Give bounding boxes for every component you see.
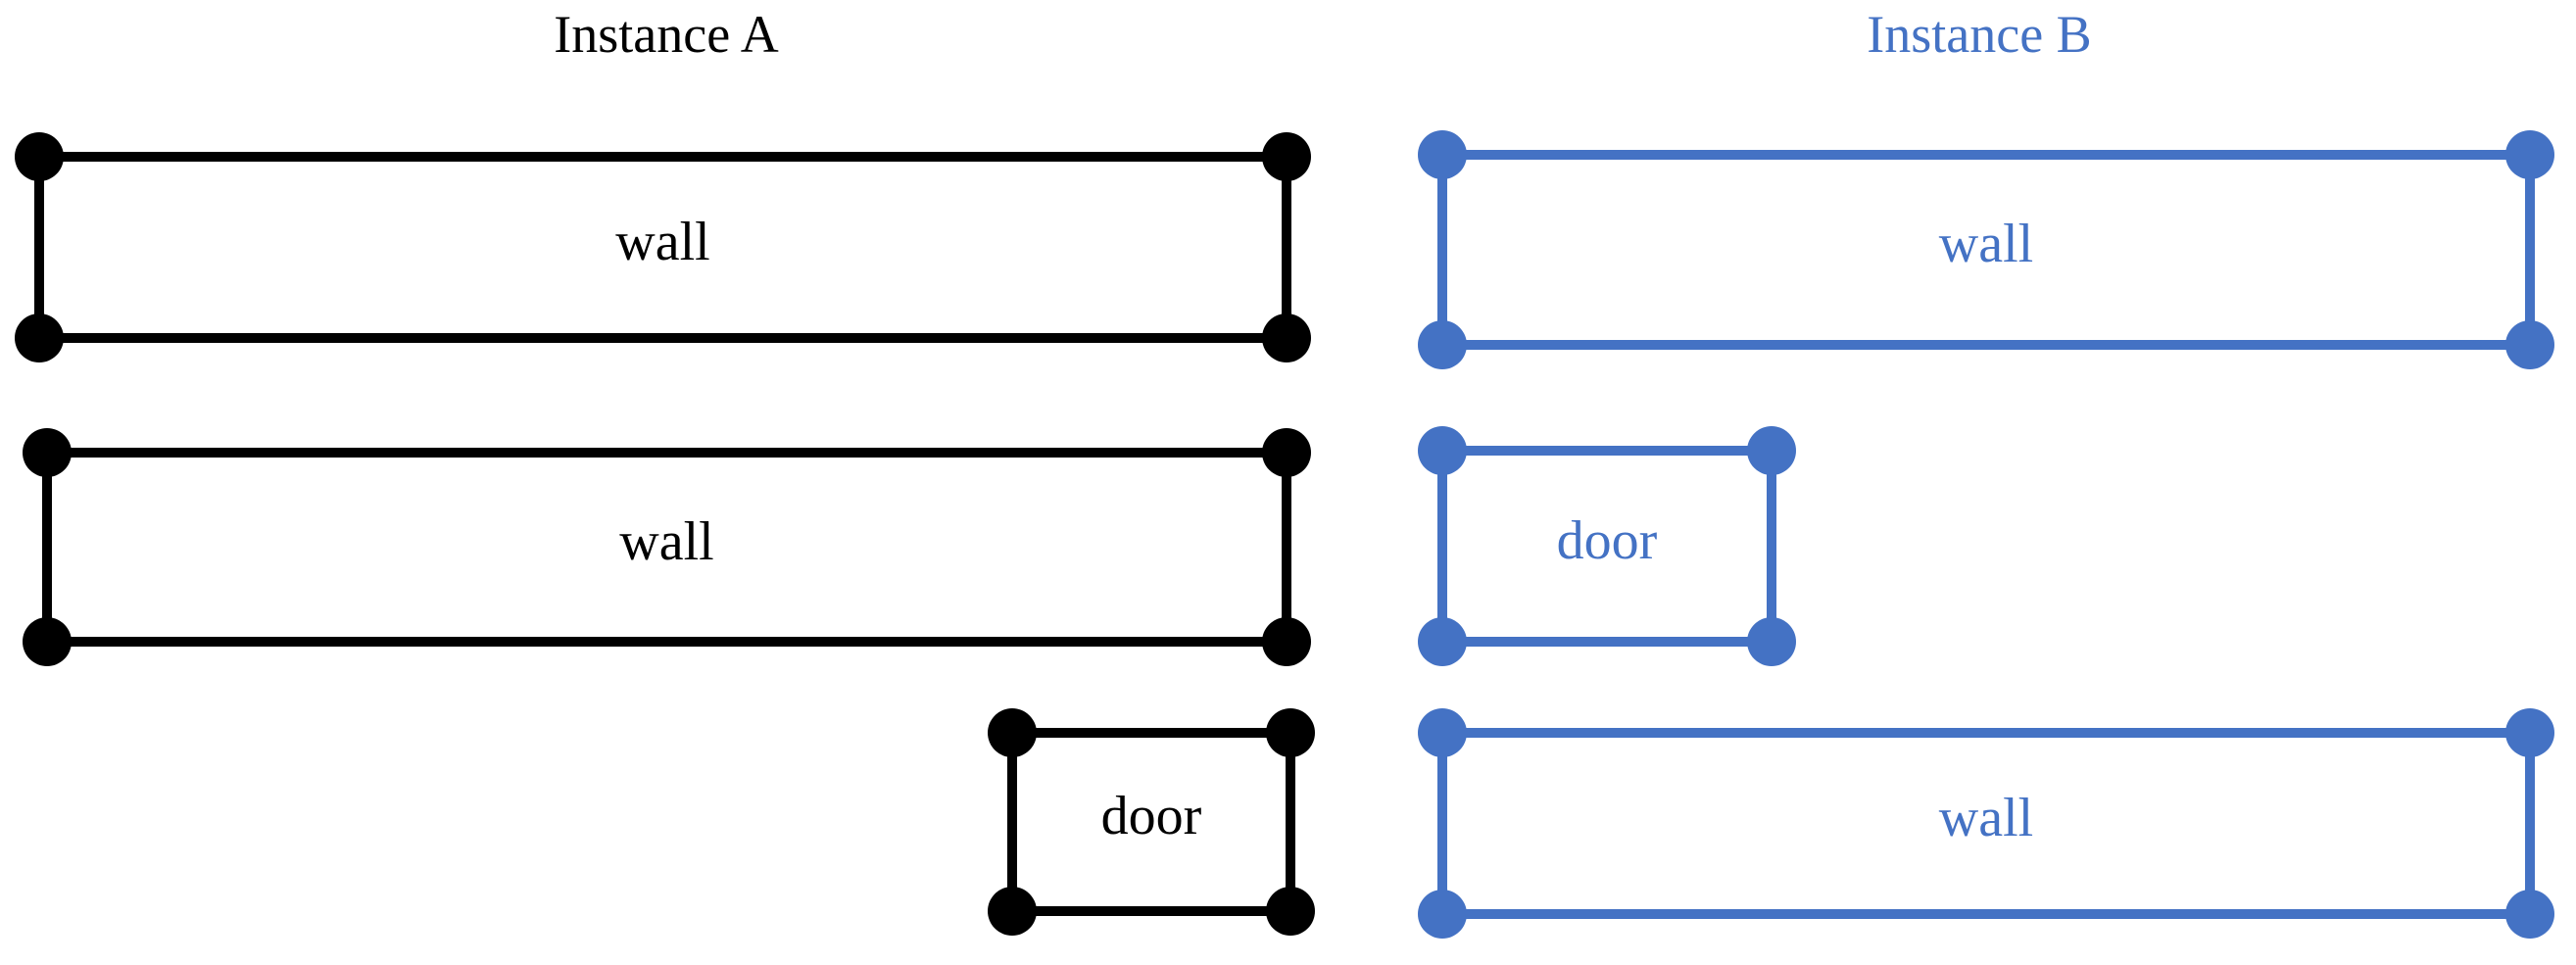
vertex-handle-tr-b-door-1[interactable] [1747,426,1796,475]
vertex-handle-br-b-wall-2[interactable] [2505,890,2554,939]
shape-a-wall-2[interactable] [19,424,1315,670]
vertex-handle-tl-a-wall-1[interactable] [15,132,64,181]
vertex-handle-bl-b-wall-2[interactable] [1418,890,1467,939]
shape-b-door-1[interactable] [1414,422,1800,670]
vertex-handle-bl-a-wall-1[interactable] [15,314,64,362]
shape-edges-b-wall-1 [1437,150,2535,350]
shape-edges-a-wall-1 [34,152,1291,343]
shape-a-wall-1[interactable] [11,128,1315,366]
vertex-handle-br-a-wall-2[interactable] [1262,617,1311,666]
shape-a-door-1[interactable] [984,704,1319,940]
column-title-instance-b: Instance B [1867,5,2092,64]
shape-outline-a-wall-1 [15,132,1311,362]
shape-edges-a-door-1 [1007,728,1295,916]
shape-edges-b-wall-2 [1437,728,2535,919]
shape-b-wall-1[interactable] [1414,126,2558,373]
shape-outline-b-door-1 [1418,426,1796,666]
vertex-handle-tl-a-wall-2[interactable] [23,428,72,477]
vertex-handle-tl-b-wall-2[interactable] [1418,708,1467,757]
shape-outline-b-wall-2 [1418,708,2554,939]
shape-b-wall-2[interactable] [1414,704,2558,942]
vertex-handle-tr-b-wall-2[interactable] [2505,708,2554,757]
vertex-handle-bl-a-wall-2[interactable] [23,617,72,666]
vertex-handle-tr-a-wall-2[interactable] [1262,428,1311,477]
vertex-handle-bl-b-door-1[interactable] [1418,617,1467,666]
vertex-handle-tl-b-door-1[interactable] [1418,426,1467,475]
column-title-instance-a: Instance A [554,5,779,64]
vertex-handle-br-b-wall-1[interactable] [2505,320,2554,369]
vertex-handle-bl-b-wall-1[interactable] [1418,320,1467,369]
vertex-handle-tr-a-wall-1[interactable] [1262,132,1311,181]
shape-edges-a-wall-2 [42,448,1291,647]
vertex-handle-br-a-door-1[interactable] [1266,887,1315,936]
shape-outline-a-door-1 [988,708,1315,936]
vertex-handle-tl-b-wall-1[interactable] [1418,130,1467,179]
shape-outline-a-wall-2 [23,428,1311,666]
vertex-handle-tr-a-door-1[interactable] [1266,708,1315,757]
vertex-handle-br-a-wall-1[interactable] [1262,314,1311,362]
shape-edges-b-door-1 [1437,446,1776,647]
vertex-handle-tl-a-door-1[interactable] [988,708,1037,757]
vertex-handle-bl-a-door-1[interactable] [988,887,1037,936]
shape-outline-b-wall-1 [1418,130,2554,369]
vertex-handle-tr-b-wall-1[interactable] [2505,130,2554,179]
vertex-handle-br-b-door-1[interactable] [1747,617,1796,666]
